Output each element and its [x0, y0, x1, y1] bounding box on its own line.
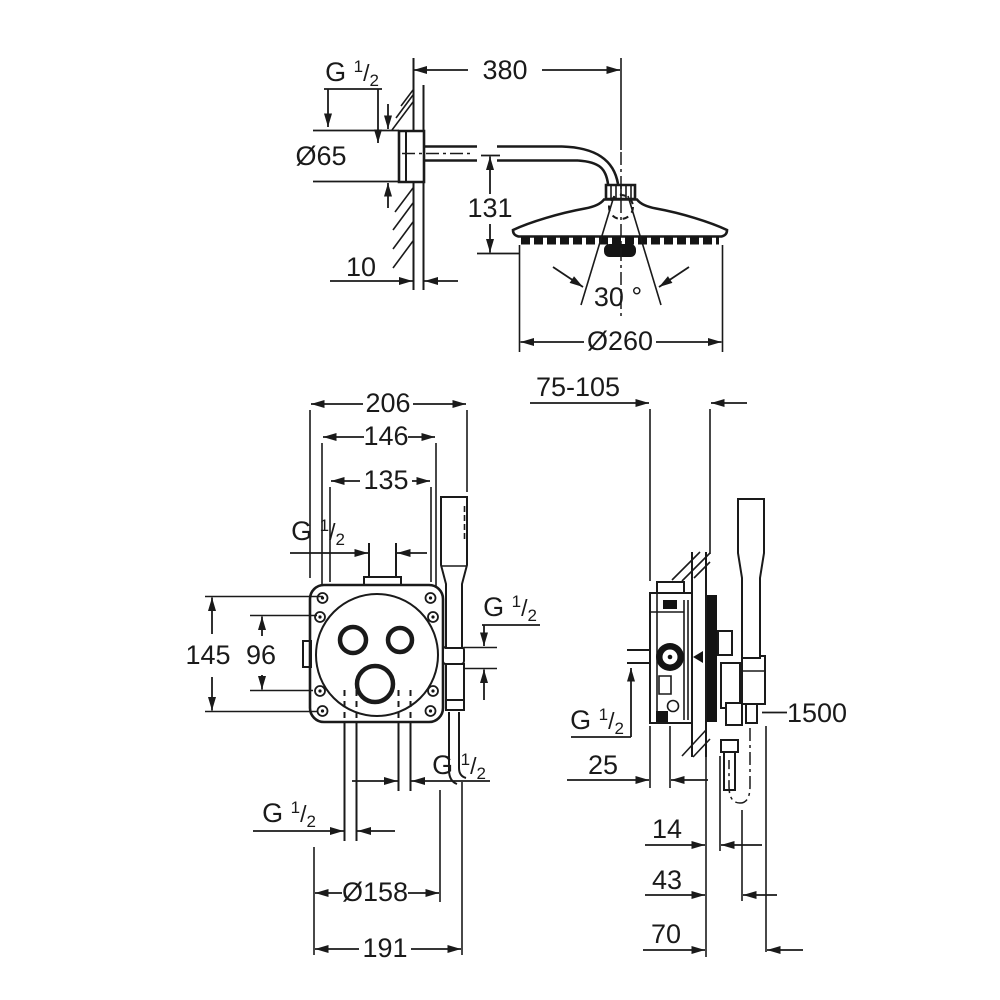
screw: [315, 686, 325, 696]
dim-label-d260: Ø260: [587, 326, 653, 356]
dim-label-380: 380: [482, 55, 527, 85]
screw: [428, 612, 438, 622]
dim-label-g12-left: G 1/2: [262, 798, 316, 831]
screw: [315, 612, 325, 622]
mixer-side-view: 75-105: [530, 372, 847, 957]
mounting-screws: [315, 593, 438, 716]
dim-drop-height: 131: [467, 156, 520, 254]
supply-pipes: [345, 690, 411, 841]
plate-side-tab: [303, 641, 311, 667]
hand-shower-side: [738, 499, 764, 658]
screw: [428, 686, 438, 696]
dim-head-diameter: Ø260: [520, 245, 723, 356]
dim-left-inlet-thread: G 1/2: [253, 798, 395, 835]
dim-label-96: 96: [246, 640, 276, 670]
dim-wall-plate-offset: 10: [330, 252, 458, 285]
hand-shower-outlet: [443, 647, 464, 710]
dim-overall-width: 206: [311, 388, 466, 418]
rosette-circle: [316, 594, 438, 716]
dim-label-1500: 1500: [787, 698, 847, 728]
dim-wall-thread: G 1/2: [324, 57, 382, 143]
hand-shower-holder: [721, 656, 765, 790]
dim-label-g12-outlet: G 1/2: [483, 592, 537, 625]
screw: [426, 706, 436, 716]
head-shower-side-view: 380 G 1/2 Ø65 131 10: [295, 55, 727, 356]
dim-label-g12-right: G 1/2: [432, 750, 486, 783]
dim-label-14: 14: [652, 814, 682, 844]
dim-label-d65: Ø65: [295, 141, 346, 171]
mixer-front-view: 206 146 135 G 1/2: [185, 388, 540, 963]
dim-inner-spacing-height: 96: [246, 616, 317, 691]
screw: [426, 593, 436, 603]
dim-box-width: 135: [331, 465, 430, 495]
dim-label-g12-side: G 1/2: [570, 705, 624, 738]
rough-in-plate: [303, 585, 443, 722]
dim-right-inlet-thread: G 1/2: [352, 750, 490, 785]
dim-arm-length: 380: [413, 55, 622, 150]
shower-head: [513, 152, 727, 316]
dim-label-d158: Ø158: [342, 877, 408, 907]
dim-bottom-width: 191: [315, 782, 462, 963]
dim-holder-offset: 70: [643, 726, 803, 954]
dim-label-g12-wall: G 1/2: [325, 57, 379, 90]
hand-shower-hose-side: [729, 728, 750, 803]
spray-cone: [553, 196, 689, 305]
top-supply-stub: [364, 543, 401, 587]
shower-arm: [402, 147, 618, 185]
flow-arrow: [693, 651, 703, 663]
dim-label-131: 131: [467, 193, 512, 223]
dim-label-g12-top: G 1/2: [291, 516, 345, 549]
knurled-knob-large: [721, 663, 740, 708]
knurled-knob-small: [718, 631, 732, 655]
dim-installation-depth: 75-105: [530, 372, 747, 581]
dim-label-70: 70: [651, 919, 681, 949]
dim-label-135: 135: [363, 465, 408, 495]
dim-label-145: 145: [185, 640, 230, 670]
dim-trim-offset: 14: [645, 756, 762, 851]
dim-inlet-thread: G 1/2: [570, 668, 635, 738]
dim-screw-spacing-height: 145: [185, 597, 323, 712]
dim-label-191: 191: [362, 933, 407, 963]
dim-label-43: 43: [652, 865, 682, 895]
dim-label-75-105: 75-105: [536, 372, 620, 402]
dim-hose-length: 1500: [762, 698, 847, 728]
dim-flange-diameter: Ø65: [295, 104, 399, 208]
dim-screw-spacing-width: 146: [323, 421, 435, 451]
dim-box-front-offset: 25: [567, 726, 708, 788]
dim-rosette-diameter: Ø158: [314, 790, 440, 955]
dim-label-10: 10: [346, 252, 376, 282]
valve-cartridge: [656, 643, 684, 671]
dim-label-146: 146: [363, 421, 408, 451]
control-left: [340, 627, 366, 653]
rough-in-box: [627, 582, 703, 723]
dim-label-206: 206: [365, 388, 410, 418]
dim-top-outlet-thread: G 1/2: [290, 516, 427, 557]
spray-hub: [604, 244, 636, 257]
dim-hose-offset: 43: [645, 810, 777, 901]
wall-flange: [399, 131, 424, 182]
dim-label-30deg: 30 °: [594, 282, 642, 312]
hand-shower-hose-front: [449, 712, 466, 784]
trim-plate-edge: [707, 595, 717, 722]
dim-label-25: 25: [588, 750, 618, 780]
control-right: [388, 628, 412, 652]
dim-side-outlet-thread: G 1/2: [464, 592, 540, 700]
hand-shower-front: [441, 497, 467, 648]
control-bottom: [357, 666, 393, 702]
